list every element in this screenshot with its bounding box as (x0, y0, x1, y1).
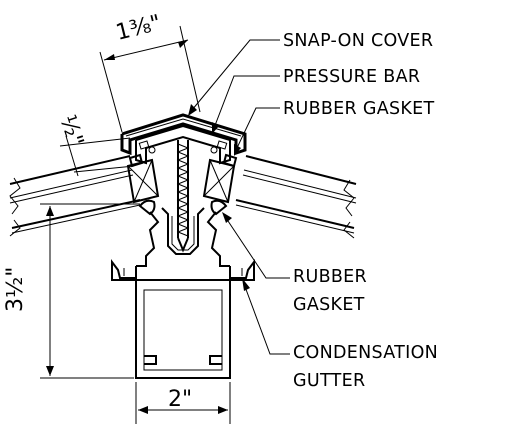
mullion-extrusion (111, 207, 255, 379)
left-glass-panel (9, 155, 141, 237)
leader-condensation-gutter (242, 278, 290, 355)
label-condensation-2: GUTTER (293, 371, 365, 391)
label-rubber-gasket-mid-1: RUBBER (293, 267, 367, 287)
lower-rubber-gaskets (138, 199, 228, 216)
dim-base-width-text: 2" (168, 387, 192, 412)
leader-rubber-gasket-mid (222, 212, 290, 279)
dimension-height: 3¹⁄₂" (3, 203, 140, 379)
dimension-cover-width: 1³⁄₈" (99, 11, 201, 133)
label-pressure-bar: PRESSURE BAR (283, 67, 420, 87)
fastener-screw (176, 140, 190, 253)
label-condensation-1: CONDENSATION (293, 343, 438, 363)
leader-snap-on-cover (188, 39, 280, 116)
leader-pressure-bar (212, 75, 280, 134)
label-snap-on-cover: SNAP-ON COVER (283, 31, 433, 51)
right-glass-panel (235, 155, 357, 239)
top-rubber-gaskets (128, 153, 238, 168)
dim-height-text: 3¹⁄₂" (3, 267, 28, 312)
dimension-base-width: 2" (135, 382, 231, 424)
pressure-bar (135, 124, 231, 165)
right-spacer-block (202, 158, 236, 204)
dim-cover-offset-text: ¹⁄₂" (54, 112, 87, 150)
label-rubber-gasket-mid-2: GASKET (293, 295, 365, 315)
label-rubber-gasket-top: RUBBER GASKET (283, 99, 435, 119)
dim-cover-width-text: 1³⁄₈" (113, 11, 163, 46)
snap-on-cover (120, 113, 247, 156)
leader-rubber-gasket-top (234, 107, 280, 156)
